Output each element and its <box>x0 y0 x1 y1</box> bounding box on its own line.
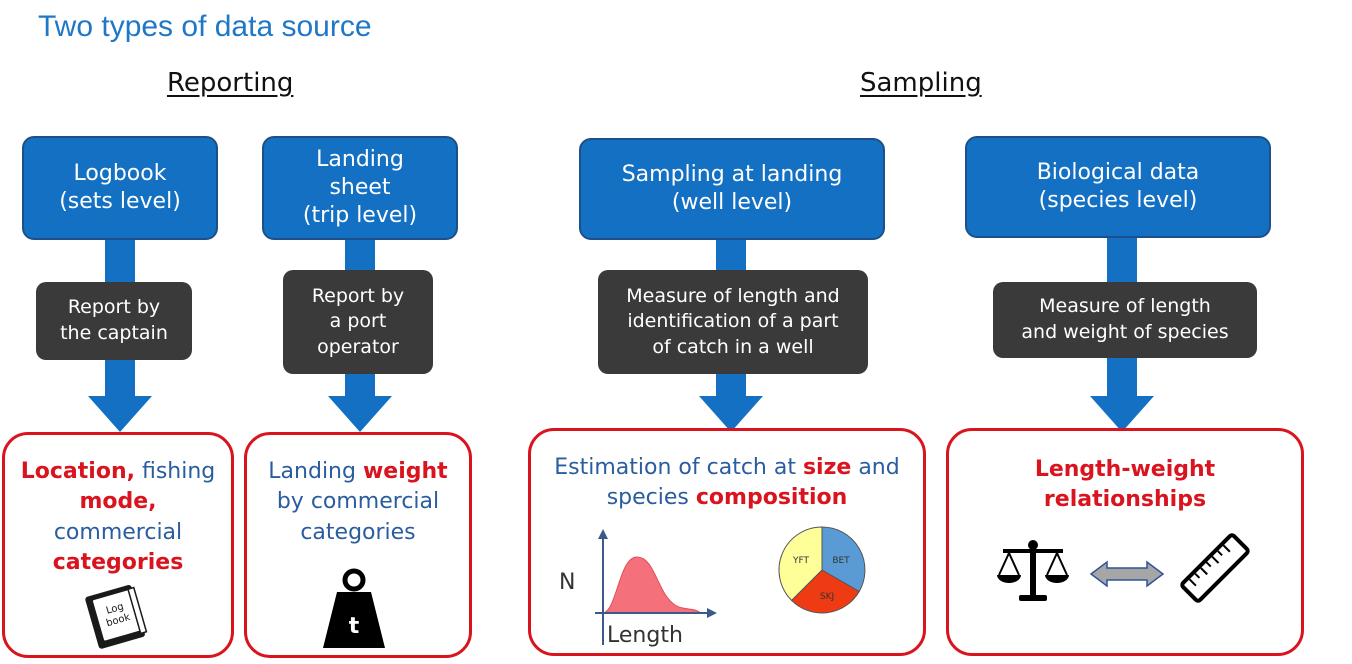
weight-icon: t <box>323 568 385 648</box>
scale-icon <box>997 540 1069 601</box>
arrow-head <box>328 396 392 432</box>
source-label: (trip level) <box>302 203 418 229</box>
method-box-captain: Report by the captain <box>36 282 192 360</box>
result-text: Location, fishing mode, commercial categ… <box>20 459 216 576</box>
weight-label: t <box>349 614 360 639</box>
heading-sampling: Sampling <box>860 68 982 98</box>
method-label: operator <box>317 335 399 358</box>
method-box-measure-length: Measure of length and identification of a… <box>598 270 868 374</box>
result-box-logbook: Location, fishing mode, commercial categ… <box>2 432 234 658</box>
ruler-icon <box>1180 533 1250 603</box>
result-text: Landing weight by commercial categories <box>268 459 448 545</box>
source-box-biological-data: Biological data (species level) <box>965 136 1271 238</box>
axis-label-length: Length <box>607 623 683 648</box>
arrow-head <box>88 396 152 432</box>
method-label: Measure of length and <box>626 284 840 307</box>
method-label: Report by <box>67 296 161 319</box>
pie-label-yft: YFT <box>792 556 810 566</box>
result-text: Length-weight relationships <box>1034 457 1216 513</box>
source-label: Biological data <box>1036 159 1200 185</box>
arrow-head <box>699 396 763 432</box>
heading-reporting: Reporting <box>167 68 294 98</box>
method-label: Measure of length <box>1039 295 1211 318</box>
method-label: identification of a part <box>627 310 839 333</box>
method-label: the captain <box>60 322 168 344</box>
source-label: (sets level) <box>59 189 181 214</box>
species-pie-icon: BET SKJ YFT <box>778 526 866 614</box>
result-box-sampling: Estimation of catch at size and species … <box>528 428 926 656</box>
source-box-sampling-at-landing: Sampling at landing (well level) <box>579 138 885 240</box>
source-label: (well level) <box>671 190 793 215</box>
source-label: (species level) <box>1038 188 1198 213</box>
source-label: sheet <box>329 174 391 200</box>
method-box-measure-weight: Measure of length and weight of species <box>993 282 1257 358</box>
pie-label-bet: BET <box>832 556 850 566</box>
page-title: Two types of data source <box>38 10 372 43</box>
length-distribution-icon: N Length <box>559 529 717 648</box>
method-label: of catch in a well <box>652 335 814 358</box>
source-label: Sampling at landing <box>621 161 843 187</box>
axis-label-n: N <box>559 570 575 595</box>
source-label: Logbook <box>73 160 167 186</box>
source-label: Landing <box>316 146 404 172</box>
method-label: and weight of species <box>1021 321 1229 343</box>
result-box-biological: Length-weight relationships <box>946 428 1304 656</box>
arrow-head <box>1090 396 1154 432</box>
method-label: a port <box>329 310 387 333</box>
pie-label-skj: SKJ <box>820 592 834 602</box>
logbook-icon: Log book <box>85 584 148 649</box>
result-text: Estimation of catch at size and species … <box>554 455 900 511</box>
logbook-cover-text: Log <box>105 601 125 617</box>
source-box-logbook: Logbook (sets level) <box>22 136 218 240</box>
result-box-landing: Landing weight by commercial categories … <box>244 432 472 658</box>
double-arrow-icon <box>1089 560 1165 588</box>
method-label: Report by <box>311 284 405 307</box>
